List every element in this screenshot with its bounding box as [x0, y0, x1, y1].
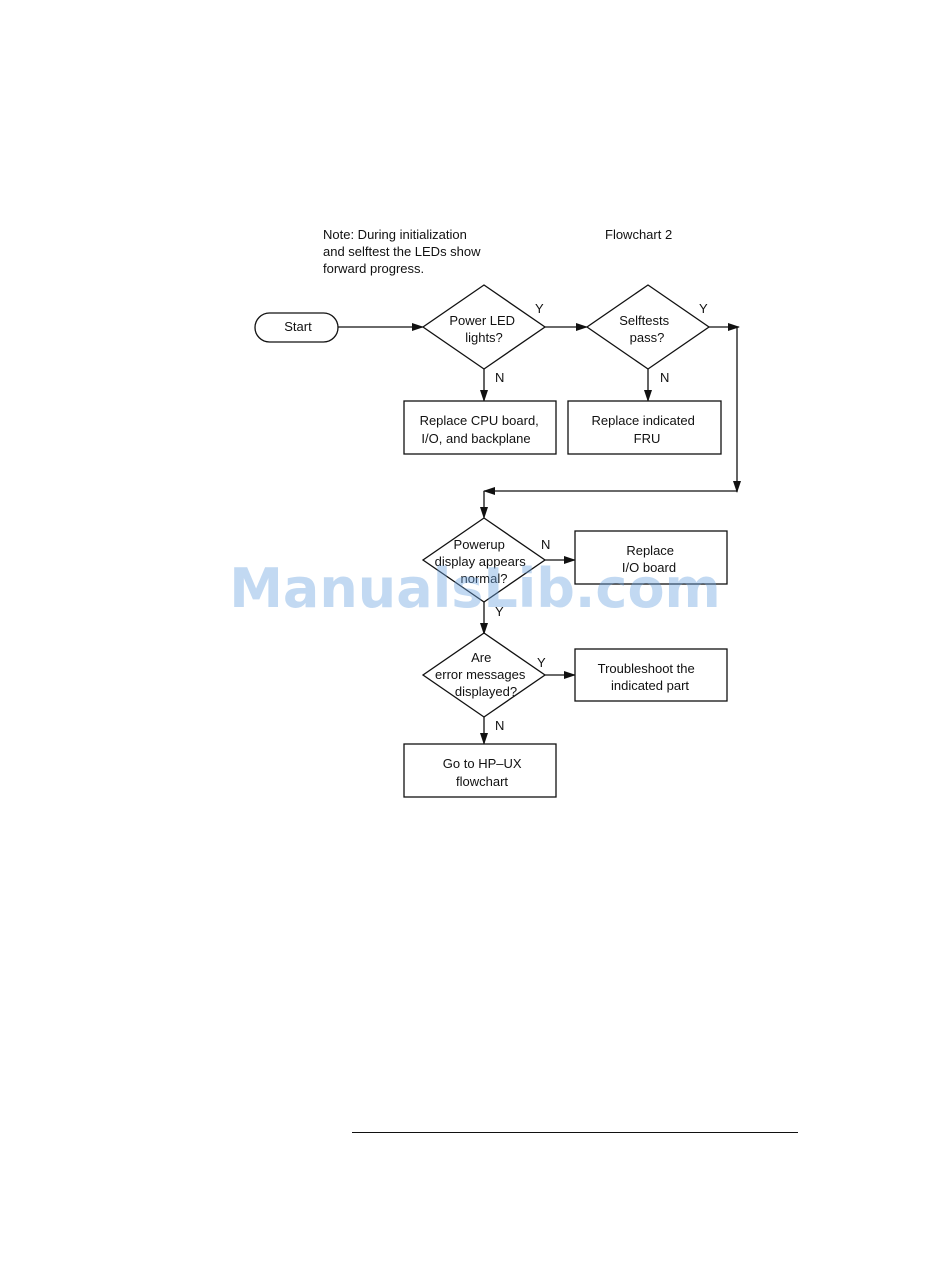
process-troubleshoot-line: Troubleshoot the — [598, 661, 695, 676]
decision-errors-line: Are — [471, 650, 491, 665]
process-troubleshoot-line: indicated part — [611, 678, 689, 693]
process-hpux-line: Go to HP–UX — [443, 756, 522, 771]
decision-selftests-line: pass? — [630, 330, 665, 345]
decision-powerup-line: normal? — [461, 571, 508, 586]
svg-text:Go to HP–UX flowchart: Go to HP–UX flowchart — [443, 756, 525, 789]
svg-text:Replace CPU board, I/O,: Replace CPU board, I/O, and backplane — [420, 413, 543, 446]
label-power-yes: Y — [535, 301, 544, 316]
label-power-no: N — [495, 370, 504, 385]
process-replace-io-line: Replace — [626, 543, 674, 558]
decision-powerup-line: display appears — [435, 554, 527, 569]
process-replace-io-line: I/O board — [622, 560, 676, 575]
flowchart-title: Flowchart 2 — [605, 227, 673, 242]
process-replace-cpu-line: Replace CPU board, — [420, 413, 539, 428]
label-selftests-no: N — [660, 370, 669, 385]
footer-rule — [352, 1132, 798, 1133]
svg-text:Power LED lights?: Power LED lights? — [449, 313, 518, 345]
process-hpux: Go to HP–UX flowchart — [403, 743, 557, 798]
decision-powerup-line: Powerup — [454, 537, 505, 552]
note-line: forward progress. — [323, 261, 425, 276]
note-text: Note: During initialization and selftest… — [323, 226, 481, 277]
decision-power-led: Power LED lights? — [421, 284, 547, 370]
process-replace-fru-line: FRU — [634, 431, 661, 446]
svg-text:Replace I/O board: Replace I/O board — [622, 543, 678, 575]
decision-power-led-line: lights? — [465, 330, 503, 345]
svg-text:Replace indicated FRU: Replace indicated FRU — [592, 413, 699, 446]
label-errors-yes: Y — [537, 655, 546, 670]
label-selftests-yes: Y — [699, 301, 708, 316]
decision-selftests-line: Selftests — [619, 313, 669, 328]
process-replace-fru-line: Replace indicated — [592, 413, 695, 428]
process-troubleshoot: Troubleshoot the indicated part — [574, 648, 728, 702]
process-replace-io: Replace I/O board — [574, 530, 728, 585]
node-start-label: Start — [284, 319, 312, 334]
process-replace-cpu: Replace CPU board, I/O, and backplane — [403, 400, 557, 455]
label-powerup-no: N — [541, 537, 550, 552]
node-start: Start — [254, 312, 339, 343]
decision-errors-line: displayed? — [455, 684, 517, 699]
decision-power-led-line: Power LED — [449, 313, 515, 328]
note-line: and selftest the LEDs show — [323, 244, 481, 259]
process-hpux-line: flowchart — [456, 774, 508, 789]
svg-text:Troubleshoot the indicat: Troubleshoot the indicated part — [598, 661, 699, 693]
note-line: Note: During initialization — [323, 227, 467, 242]
label-errors-no: N — [495, 718, 504, 733]
svg-text:Selftests pass?: Selftests pass? — [619, 313, 672, 345]
label-powerup-yes: Y — [495, 604, 504, 619]
decision-errors-line: error messages — [435, 667, 526, 682]
process-replace-cpu-line: I/O, and backplane — [421, 431, 530, 446]
decision-powerup-display: Powerup display appears normal? — [421, 517, 547, 603]
svg-text:Start: Start — [284, 319, 312, 334]
decision-selftests: Selftests pass? — [585, 284, 711, 370]
svg-text:Are error messages: Are error messages displayed? — [435, 650, 529, 699]
decision-error-messages: Are error messages displayed? — [421, 632, 547, 718]
svg-text:Powerup display appears: Powerup display appears normal? — [435, 537, 530, 586]
process-replace-fru: Replace indicated FRU — [567, 400, 722, 455]
